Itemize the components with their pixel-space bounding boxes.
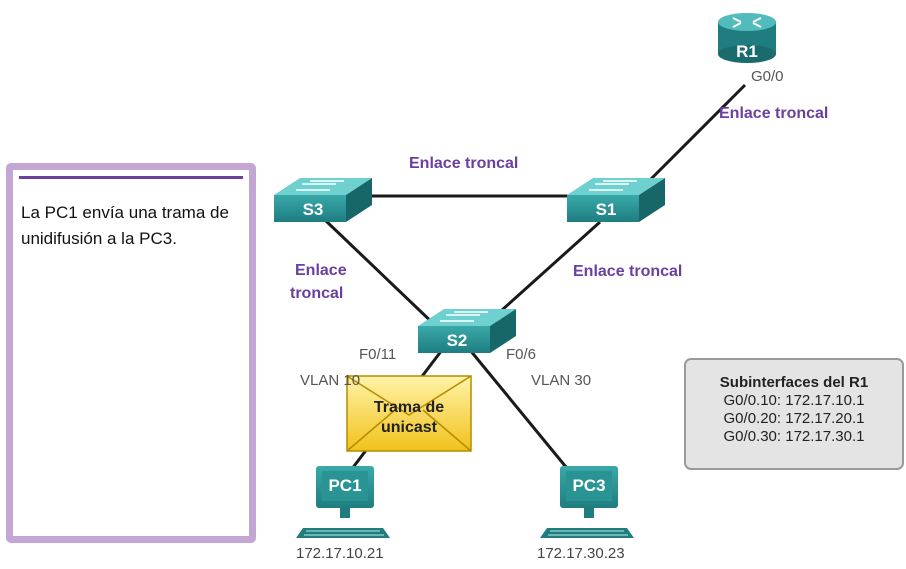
s2-port-f06-label: F0/6 (506, 346, 537, 363)
switch-icon (418, 309, 516, 353)
router-icon (718, 13, 776, 63)
subinterfaces-title: Subinterfaces del R1 (719, 374, 869, 391)
pc1-label: PC1 (328, 476, 362, 495)
router-r1-label: R1 (736, 42, 758, 61)
link-label-s3-s1: Enlace troncal (409, 155, 519, 172)
link-label-s3-s2-line1: Enlace (295, 262, 347, 279)
info-panel-text: La PC1 envía una trama de unidifusión a … (21, 203, 229, 248)
switch-s2-label: S2 (446, 331, 468, 350)
pc3-label: PC3 (572, 476, 606, 495)
pc3-vlan-label: VLAN 30 (531, 372, 592, 389)
link-label-s1-s2: Enlace troncal (573, 263, 683, 280)
pc1-ip-label: 172.17.10.21 (296, 545, 384, 562)
frame-label-line2: unicast (380, 419, 437, 436)
switch-s1-label: S1 (595, 200, 617, 219)
subinterface-row: G0/0.10: 172.17.10.1 (723, 392, 865, 409)
frame-label-line1: Trama de (373, 399, 445, 416)
link-s2-pc3 (468, 349, 577, 479)
link-label-s3-s2-line2: troncal (290, 285, 344, 302)
switch-s3-label: S3 (302, 200, 324, 219)
pc3-ip-label: 172.17.30.23 (537, 545, 625, 562)
switch-icon (274, 178, 372, 222)
pc-icon (540, 466, 634, 538)
pc-icon (296, 466, 390, 538)
info-panel: La PC1 envía una trama de unidifusión a … (6, 163, 256, 543)
link-r1-s1 (638, 83, 747, 192)
subinterface-row: G0/0.30: 172.17.30.1 (723, 428, 865, 445)
subinterfaces-box: Subinterfaces del R1 G0/0.10: 172.17.10.… (684, 358, 904, 470)
pc1-vlan-label: VLAN 10 (300, 372, 361, 389)
link-label-s1-r1: Enlace troncal (719, 105, 829, 122)
subinterface-row: G0/0.20: 172.17.20.1 (723, 410, 865, 427)
s2-port-f011-label: F0/11 (359, 346, 397, 363)
envelope-icon (346, 375, 472, 452)
switch-icon (567, 178, 665, 222)
link-s3-s2 (323, 218, 440, 330)
r1-port-label: G0/0 (751, 68, 784, 85)
info-panel-bar (19, 176, 243, 179)
